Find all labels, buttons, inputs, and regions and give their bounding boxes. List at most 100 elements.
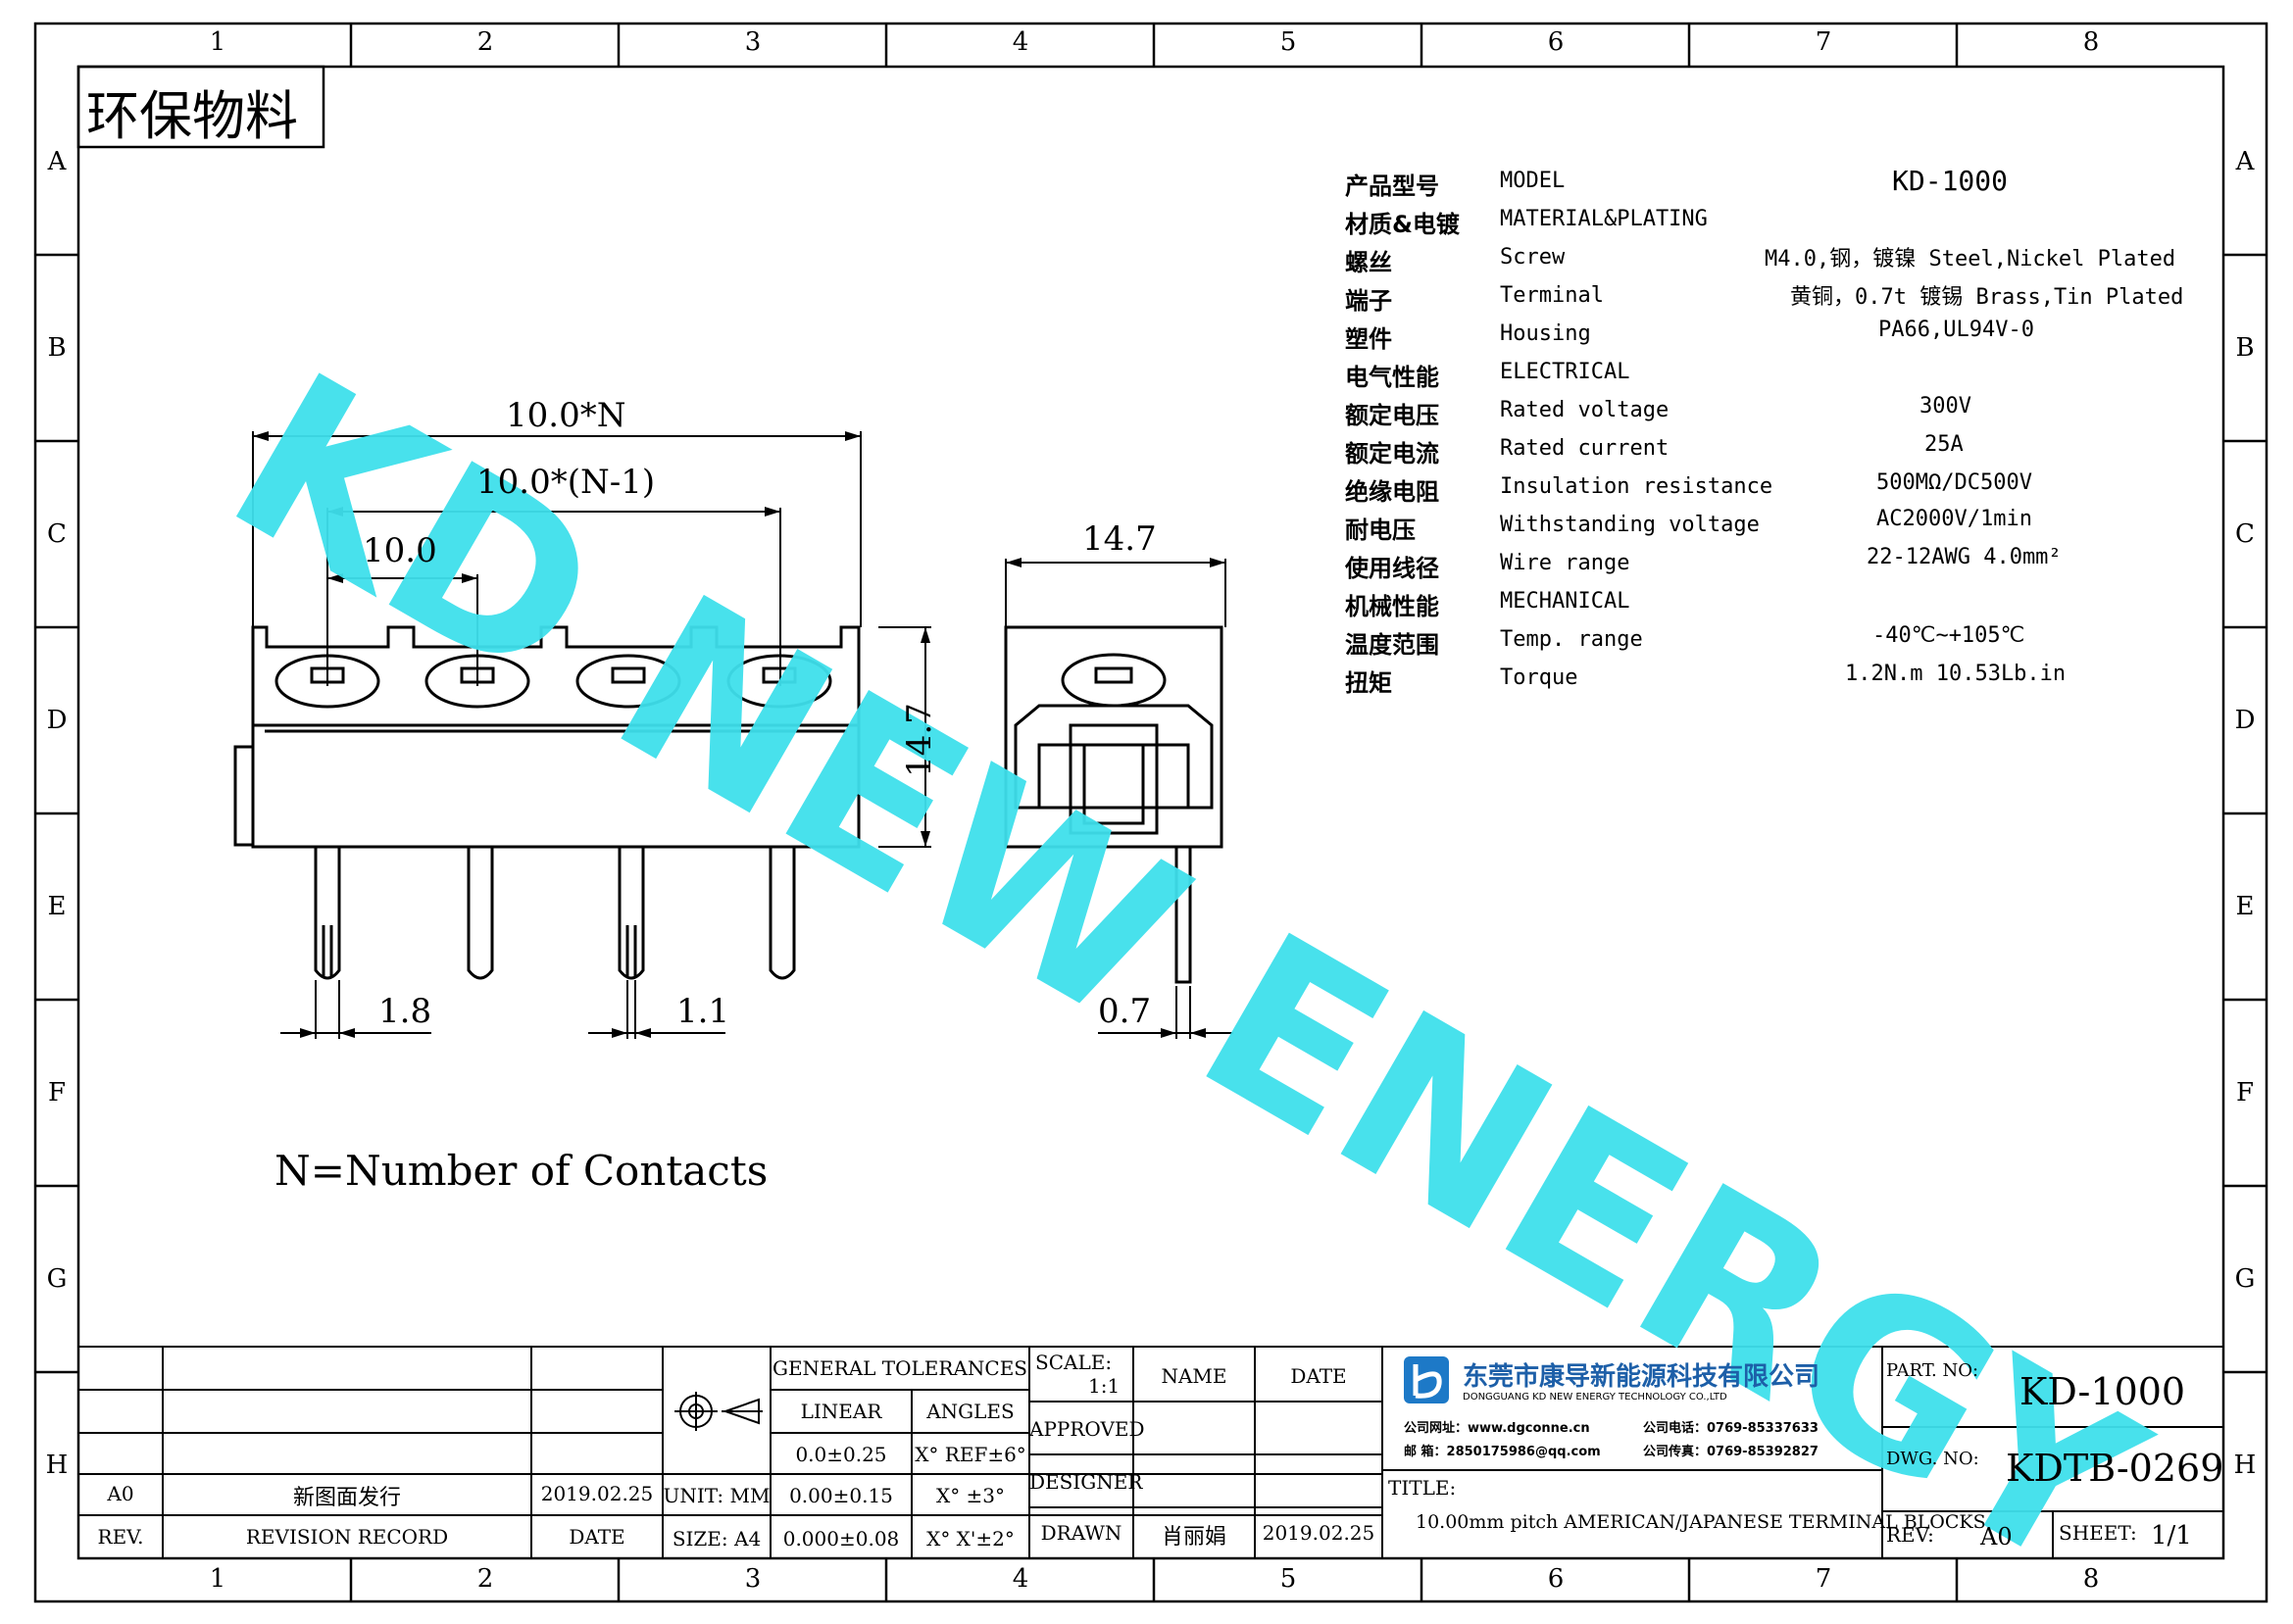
arrowheads (253, 431, 1225, 1038)
date-col-header: DATE (1290, 1364, 1347, 1388)
dim-height: 14.7 (899, 703, 939, 777)
rev-value: A0 (107, 1482, 134, 1505)
dim-total-width: 10.0*N (506, 396, 626, 435)
scale-label: SCALE: (1035, 1351, 1113, 1374)
title-block-grid (78, 1346, 2223, 1558)
company-email: 邮 箱：2850175986@qq.com (1404, 1445, 1601, 1459)
linear-label: LINEAR (800, 1400, 882, 1423)
tol-angle-1: X° REF±6° (915, 1443, 1026, 1466)
zone-row-c-right: C (2235, 519, 2255, 549)
zone-col-1: 1 (209, 27, 226, 57)
company-website: 公司网址：www.dgconne.cn (1404, 1421, 1590, 1436)
zone-row-a: A (47, 147, 67, 176)
spec-en: Rated current (1500, 436, 1670, 461)
general-tolerances: GENERAL TOLERANCES (772, 1356, 1028, 1380)
rev-value-tb: A0 (1980, 1523, 2013, 1550)
sheet-value: 1/1 (2151, 1521, 2192, 1550)
zone-col-5-bottom: 5 (1279, 1564, 1297, 1594)
projection-symbol-icon (674, 1392, 763, 1431)
rev-header: REV. (97, 1525, 144, 1549)
spec-en: Torque (1500, 665, 1578, 690)
zone-row-a-right: A (2235, 147, 2255, 176)
spec-value: 22-12AWG 4.0mm² (1867, 545, 2062, 569)
zone-row-d-right: D (2234, 706, 2256, 735)
spec-value: M4.0,钢，镀镍 Steel,Nickel Plated (1765, 247, 2176, 271)
zone-col-3: 3 (744, 27, 762, 57)
spec-en: MECHANICAL (1500, 589, 1630, 614)
company-logo-icon (1404, 1356, 1449, 1403)
spec-cn: 使用线径 (1345, 555, 1439, 582)
zone-row-h-right: H (2233, 1451, 2257, 1480)
zone-col-3-bottom: 3 (744, 1564, 762, 1594)
designer-label: DESIGNER (1029, 1470, 1143, 1494)
side-view (1004, 625, 1223, 984)
tol-linear-2: 0.00±0.15 (789, 1484, 893, 1507)
zone-col-4: 4 (1012, 27, 1029, 57)
spec-en: Rated voltage (1500, 398, 1670, 422)
zone-col-8: 8 (2082, 27, 2100, 57)
zone-col-4-bottom: 4 (1012, 1564, 1029, 1594)
sheet-label: SHEET: (2059, 1521, 2137, 1545)
revision-record-header: REVISION RECORD (245, 1525, 449, 1549)
tol-linear-3: 0.000±0.08 (782, 1527, 900, 1550)
revision-date-value: 2019.02.25 (540, 1482, 654, 1505)
revision-record-value: 新图面发行 (292, 1486, 401, 1510)
spec-cn: 温度范围 (1345, 631, 1439, 659)
company-fax: 公司传真：0769-85392827 (1643, 1445, 1819, 1459)
scale-value: 1:1 (1088, 1374, 1121, 1398)
dwg-no-value: KDTB-0269 (2006, 1447, 2224, 1490)
part-no-value: KD-1000 (2019, 1370, 2186, 1413)
spec-value: -40℃~+105℃ (1872, 623, 2025, 648)
spec-en: Screw (1500, 245, 1566, 270)
zone-row-f-right: F (2235, 1078, 2255, 1107)
zone-row-b: B (47, 333, 67, 363)
spec-cn: 电气性能 (1345, 364, 1439, 391)
eco-stamp: 环保物料 (86, 85, 298, 147)
drawn-label: DRAWN (1040, 1521, 1122, 1545)
dim-pitch: 10.0 (363, 531, 437, 570)
spec-cn: 绝缘电阻 (1345, 478, 1439, 506)
zone-col-6: 6 (1547, 27, 1565, 57)
zone-col-2: 2 (476, 27, 494, 57)
dimension-lines (252, 431, 1233, 1039)
spec-value: 黄铜，0.7t 镀锡 Brass,Tin Plated (1790, 285, 2184, 310)
company-name-cn: 东莞市康导新能源科技有限公司 (1463, 1362, 1820, 1392)
name-header: NAME (1161, 1364, 1227, 1388)
spec-en: Insulation resistance (1500, 474, 1773, 499)
zone-col-7-bottom: 7 (1815, 1564, 1832, 1594)
unit-label: UNIT: MM (663, 1484, 771, 1507)
spec-en: ELECTRICAL (1500, 360, 1630, 384)
approved-label: APPROVED (1029, 1417, 1145, 1441)
zone-row-g-right: G (2234, 1264, 2256, 1294)
spec-cn: 扭矩 (1345, 669, 1392, 697)
spec-cn: 机械性能 (1345, 593, 1439, 620)
zone-row-e-right: E (2235, 892, 2255, 921)
spec-model-value: KD-1000 (1892, 165, 2009, 197)
size-label: SIZE: A4 (672, 1527, 762, 1550)
contacts-note: N=Number of Contacts (274, 1147, 769, 1195)
spec-value: 500MΩ/DC500V (1876, 470, 2032, 495)
spec-value: 25A (1924, 432, 1964, 457)
rev-label: REV: (1886, 1523, 1934, 1547)
zone-row-h: H (45, 1451, 69, 1480)
zone-col-8-bottom: 8 (2082, 1564, 2100, 1594)
tol-angle-2: X° ±3° (935, 1484, 1006, 1507)
date-header: DATE (569, 1525, 625, 1549)
drawing-title: 10.00mm pitch AMERICAN/JAPANESE TERMINAL… (1416, 1511, 1986, 1533)
eco-stamp-box (76, 65, 325, 149)
spec-cn: 端子 (1345, 287, 1392, 315)
angles-label: ANGLES (926, 1400, 1015, 1423)
spec-en: Temp. range (1500, 627, 1643, 652)
zone-col-1-bottom: 1 (209, 1564, 226, 1594)
zone-row-b-right: B (2235, 333, 2255, 363)
spec-en: Terminal (1500, 283, 1604, 308)
zone-col-2-bottom: 2 (476, 1564, 494, 1594)
spec-cn: 螺丝 (1345, 249, 1392, 276)
zone-col-6-bottom: 6 (1547, 1564, 1565, 1594)
spec-en: Housing (1500, 321, 1591, 346)
drawn-date: 2019.02.25 (1262, 1521, 1375, 1545)
company-phone: 公司电话：0769-85337633 (1643, 1421, 1819, 1436)
zone-row-d: D (46, 706, 68, 735)
spec-cn: 材质&电镀 (1345, 211, 1460, 238)
